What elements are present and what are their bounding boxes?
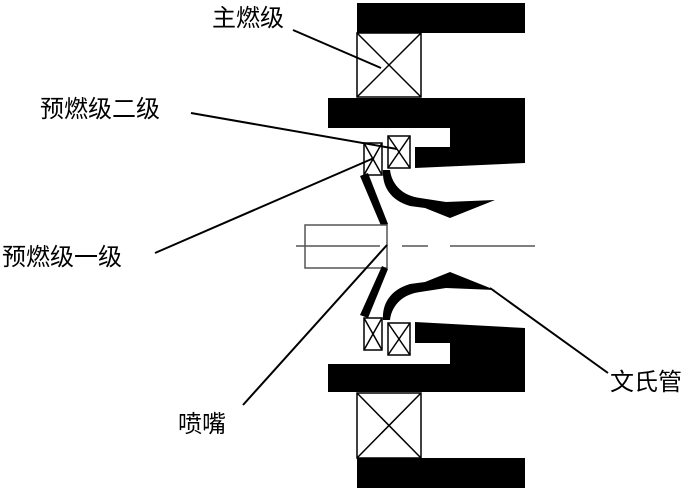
outer-casing-bottom bbox=[357, 458, 525, 488]
leader-pilot-stage-two bbox=[190, 112, 398, 150]
venturi-wall-bottom bbox=[382, 272, 495, 320]
pilot-stage-two-swirler-bottom bbox=[387, 322, 411, 356]
pilot-stage-one-swirler-bottom bbox=[363, 317, 383, 351]
pilot-stage-two-swirler-top bbox=[387, 135, 411, 169]
main-stage-swirler-top bbox=[356, 32, 422, 98]
nozzle-wall-top bbox=[360, 173, 388, 228]
leader-pilot-stage-one bbox=[154, 157, 375, 254]
leader-main-stage bbox=[292, 29, 382, 69]
label-main-stage: 主燃级 bbox=[212, 4, 284, 32]
label-venturi: 文氏管 bbox=[610, 368, 682, 396]
dome-plate-top bbox=[328, 98, 525, 168]
main-stage-swirler-bottom bbox=[356, 392, 422, 459]
label-nozzle: 喷嘴 bbox=[178, 410, 226, 438]
venturi-wall-top bbox=[382, 170, 495, 218]
label-pilot-stage-two: 预燃级二级 bbox=[40, 95, 160, 123]
leader-venturi bbox=[489, 287, 609, 374]
dome-plate-bottom bbox=[328, 322, 525, 392]
nozzle-wall-bottom bbox=[360, 266, 388, 318]
label-pilot-stage-one: 预燃级一级 bbox=[2, 243, 122, 271]
leader-nozzle bbox=[242, 244, 388, 406]
outer-casing-top bbox=[357, 3, 525, 33]
